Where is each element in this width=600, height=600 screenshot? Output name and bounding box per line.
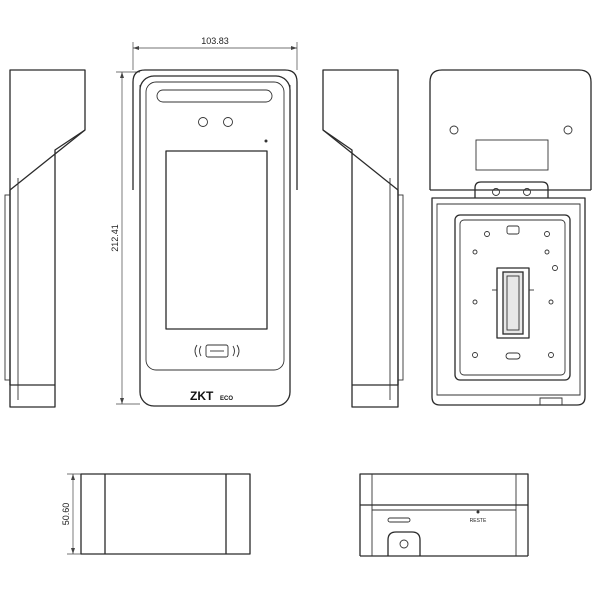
right-side-view [322,69,404,408]
front-view: 103.83 212.41 ZKT ECO [110,36,298,407]
bottom-view: 50.60 [61,473,251,555]
reset-label: RESTE [470,518,487,524]
depth-dimension-label: 50.60 [61,503,71,526]
left-side-view [4,69,86,408]
display-screen [165,150,268,330]
width-dimension-label: 103.83 [201,36,229,46]
brand-logo: ZKT [190,389,214,403]
rfid-icon [194,344,240,358]
height-dimension-label: 212.41 [110,224,120,252]
rear-view [429,69,592,406]
brand-logo-sub: ECO [220,396,233,402]
end-view: RESTE [359,473,529,557]
